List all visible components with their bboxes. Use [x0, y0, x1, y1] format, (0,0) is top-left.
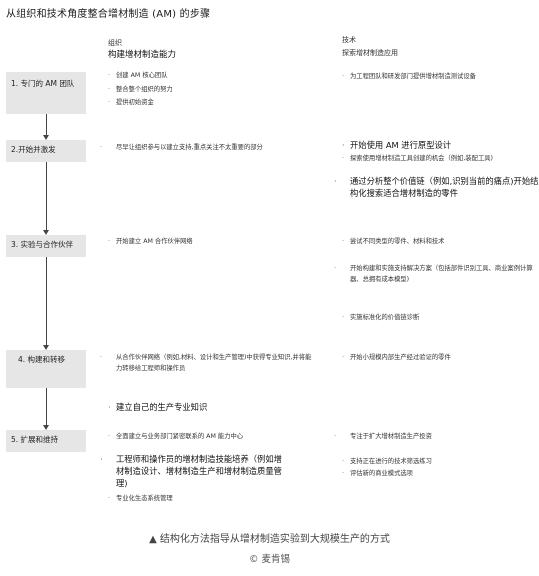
org-column-heading: 构建增材制造能力 [108, 50, 177, 60]
bullet-marker: · [334, 265, 337, 272]
tech-item: ·通过分析整个价值链（例如,识别当前的痛点)开始结构化搜索适合增材制造的零件 [334, 176, 539, 199]
tech-item: ·开始使用 AM 进行原型设计 [342, 140, 452, 150]
step-4-box: 4. 构建和转移 [6, 350, 86, 388]
bullet-marker: · [342, 73, 345, 80]
arrow-4-5 [46, 388, 47, 425]
bullet-marker: · [108, 433, 111, 440]
org-column-label: 组织 [108, 39, 122, 47]
bullet-marker: · [342, 238, 345, 245]
tech-item: ·支持正在进行的技术筛选练习 [342, 456, 537, 467]
org-item: ·开始建立 AM 合作伙伴网络 [108, 236, 308, 247]
step-5-box: 5. 扩展和维持 [6, 430, 86, 452]
bullet-marker: · [108, 238, 111, 245]
bullet-marker: · [342, 314, 345, 321]
bullet-marker: · [334, 176, 337, 186]
bullet-marker: · [342, 470, 345, 477]
diagram-title: 从组织和技术角度整合增材制造 (AM) 的步骤 [6, 9, 211, 20]
bullet-marker: · [342, 354, 345, 361]
arrow-2-3-head [43, 230, 49, 235]
tech-item: ·评估新的商业模式选项 [342, 468, 537, 479]
copyright-credit: © 麦肯锡 [248, 554, 291, 565]
tech-column-label: 技术 [342, 36, 356, 44]
tech-item: ·为工程团队和研发部门提供增材制造测试设备 [342, 71, 537, 82]
bullet-marker: · [108, 495, 111, 502]
org-item: ·创建 AM 核心团队 [108, 70, 308, 81]
step-2-box: 2.开始并激发 [6, 140, 86, 162]
arrow-3-4-head [43, 345, 49, 350]
step-3-box: 3. 实验与合作伙伴 [6, 235, 86, 257]
bullet-marker: · [108, 86, 111, 93]
figure-caption: ▲ 结构化方法指导从增材制造实验到大规模生产的方式 [149, 534, 390, 545]
arrow-1-2-head [43, 135, 49, 140]
bullet-marker: · [342, 155, 345, 162]
org-item: ·全面建立与业务部门紧密联系的 AM 能力中心 [108, 431, 308, 442]
tech-item: ·专注于扩大增材制造生产投资 [334, 431, 480, 442]
org-item: ·尽早让组织参与以建立支持,重点关注不太重要的部分 [100, 142, 304, 153]
arrow-4-5-head [43, 425, 49, 430]
arrow-3-4 [46, 257, 47, 345]
org-item: ·从合作伙伴网络（例如,材料、设计和生产管理)中获得专业知识,并将能力转移给工程… [100, 354, 312, 373]
bullet-marker: · [100, 354, 103, 361]
bullet-marker: · [100, 144, 103, 151]
org-item: ·工程师和操作员的增材制造技能培养（例如增材制造设计、增材制造生产和增材制造质量… [100, 454, 282, 489]
org-item: ·专业化生态系统管理 [108, 493, 308, 504]
tech-item: ·尝试不同类型的零件、材料和技术 [342, 236, 537, 247]
tech-column-heading: 探索增材制造应用 [342, 49, 398, 57]
bullet-marker: · [342, 140, 345, 150]
org-item: ·建立自己的生产专业知识 [108, 402, 208, 412]
tech-item: ·开始构建和实施支持解决方案（包括部件识别工具、商业案例计算器、总拥有成本模型) [334, 265, 533, 284]
step-1-box: 1. 专门的 AM 团队 [6, 72, 86, 114]
org-item: ·整合整个组织的努力 [108, 84, 308, 95]
bullet-marker: · [334, 433, 337, 440]
bullet-marker: · [108, 99, 111, 106]
bullet-marker: · [108, 72, 111, 79]
bullet-marker: · [108, 402, 111, 412]
org-item: ·提供初始资金 [108, 97, 308, 108]
bullet-marker: · [342, 458, 345, 465]
arrow-2-3 [46, 162, 47, 230]
tech-item: ·开始小规模内部生产经过验证的零件 [342, 352, 537, 363]
arrow-1-2 [46, 114, 47, 135]
tech-item: ·探索使用增材制造工具创建的机会（例如,装配工具) [342, 153, 537, 164]
tech-item: ·实施标准化的价值链诊断 [342, 312, 537, 323]
bullet-marker: · [100, 454, 103, 464]
